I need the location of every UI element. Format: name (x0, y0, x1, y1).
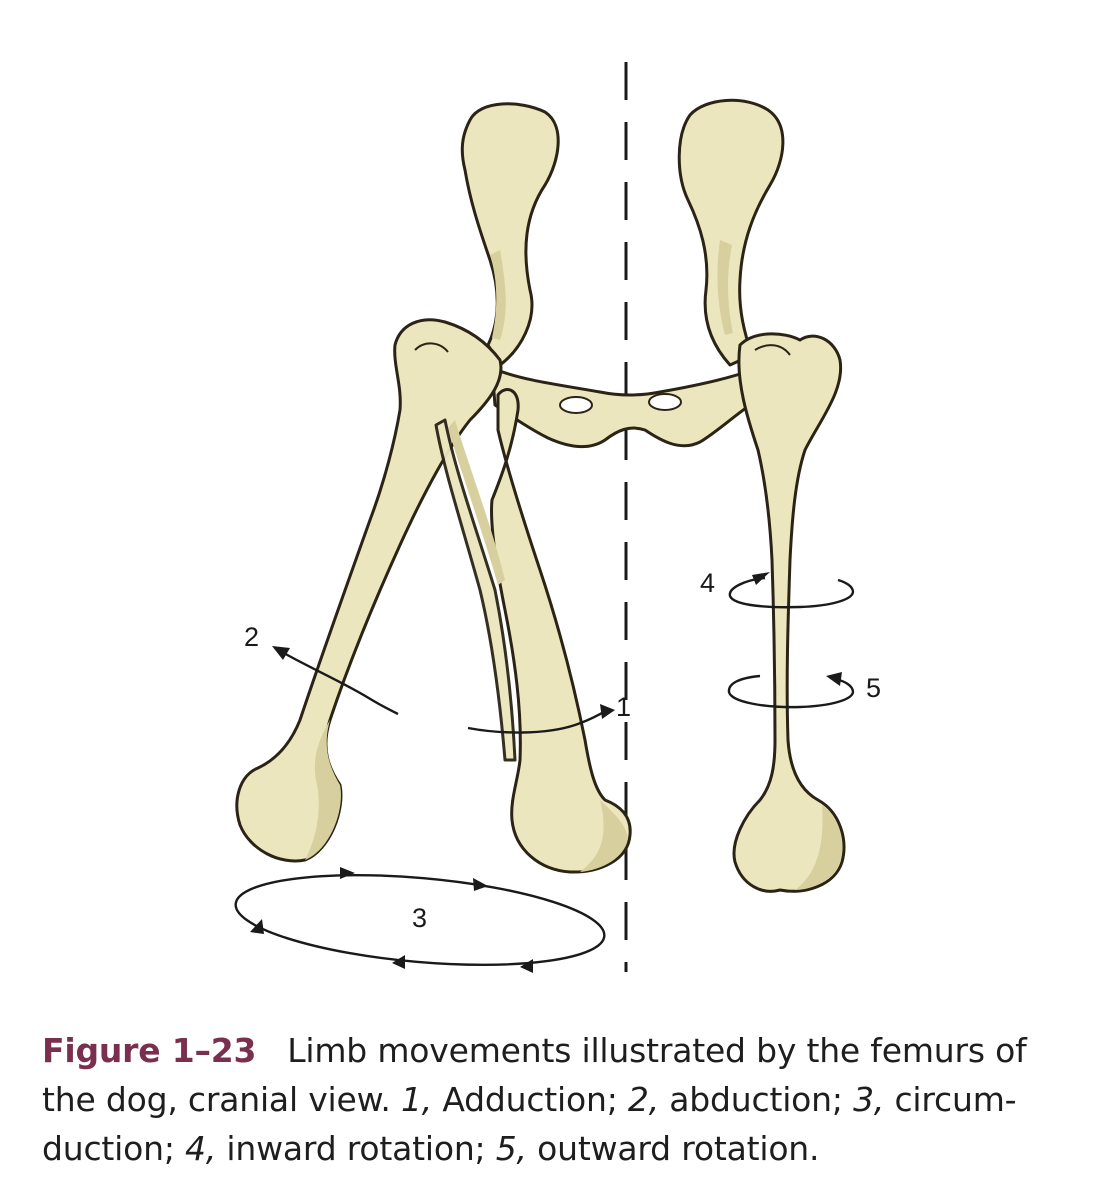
outward-rotation-arrow (727, 672, 855, 709)
caption-ref-3: 3, (853, 1080, 885, 1119)
figure-label: Figure 1–23 (42, 1031, 257, 1070)
femur-movement-diagram: 2 1 4 5 3 (234, 62, 881, 973)
circumduction-ellipse (234, 867, 606, 973)
adduction-arrow (467, 704, 615, 734)
figure-caption: Figure 1–23 Limb movements illustrated b… (42, 1026, 1062, 1173)
right-femur (732, 332, 846, 893)
caption-text-5: outward rotation. (526, 1129, 820, 1168)
movement-number-4: 4 (700, 568, 715, 598)
movement-number-3: 3 (412, 903, 427, 933)
caption-ref-4: 4, (185, 1129, 217, 1168)
caption-ref-1: 1, (400, 1080, 433, 1119)
caption-text-2: abduction; (659, 1080, 854, 1119)
pelvis (460, 98, 785, 448)
inward-rotation-arrow (728, 572, 855, 609)
movement-number-5: 5 (866, 673, 881, 703)
left-femur-abducted (235, 318, 503, 863)
caption-ref-5: 5, (495, 1129, 527, 1168)
caption-ref-2: 2, (627, 1080, 659, 1119)
caption-intro: Limb movements illustrated by the femurs… (42, 1031, 1027, 1119)
movement-number-1: 1 (616, 692, 631, 722)
abduction-arrow (272, 646, 399, 716)
caption-text-4: inward rotation; (216, 1129, 496, 1168)
caption-text-1: Adduction; (432, 1080, 628, 1119)
movement-number-2: 2 (244, 622, 259, 652)
caption-text-3: circum-duction; (42, 1080, 1017, 1168)
middle-femur-adducted (434, 388, 632, 874)
